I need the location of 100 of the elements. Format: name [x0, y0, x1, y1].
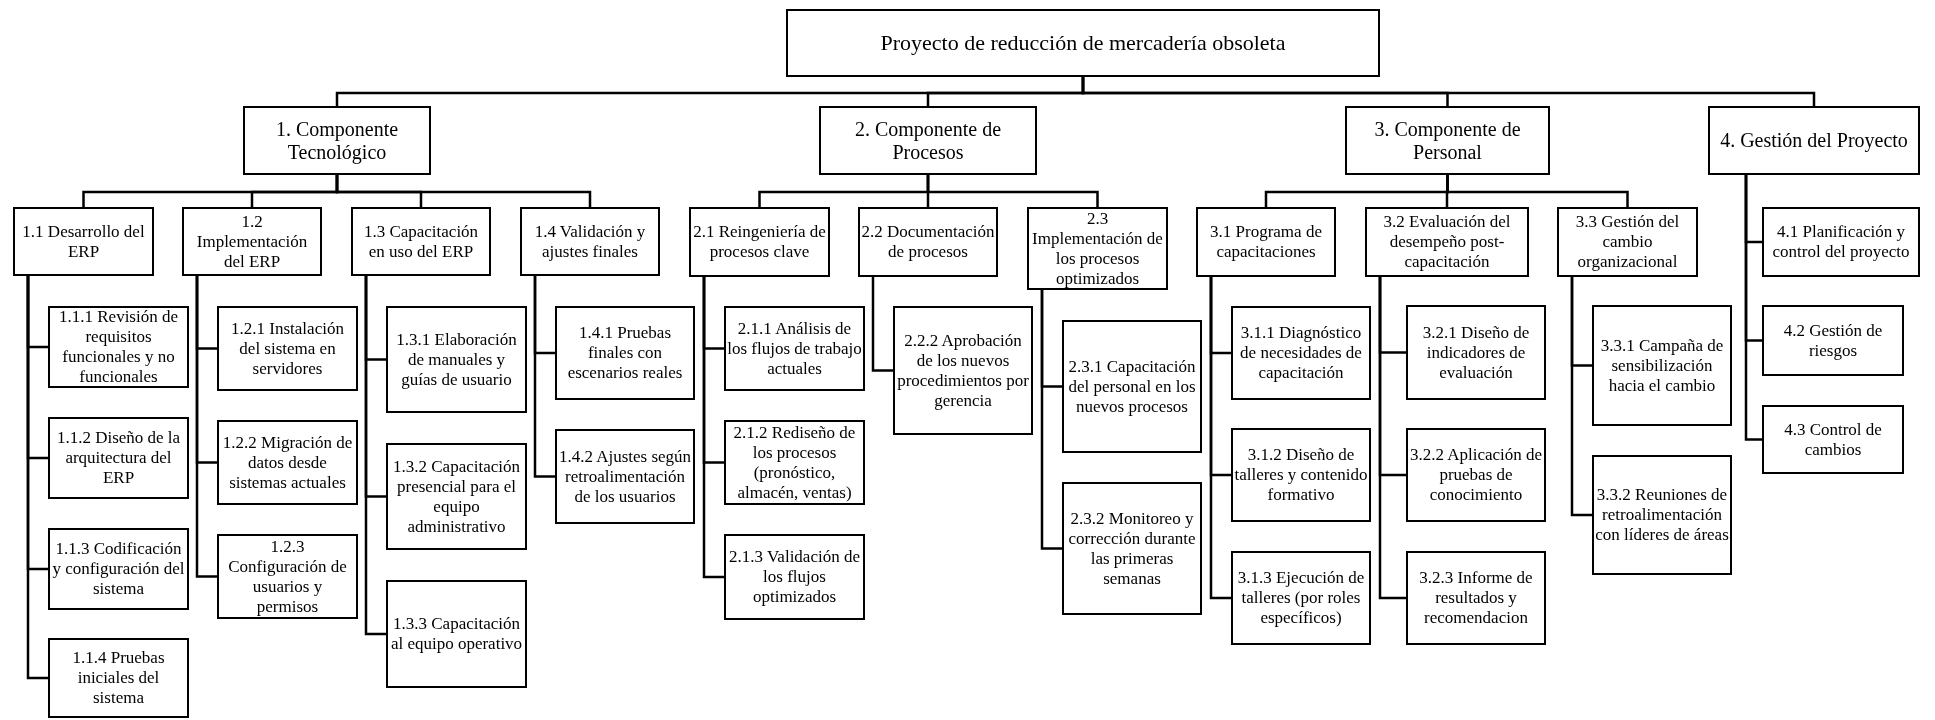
- box-label: 3.1 Programa de capacitaciones: [1209, 222, 1323, 262]
- connector-line: [1378, 277, 1406, 600]
- box-label: 2.1.3 Validación de los flujos optimizados: [728, 547, 861, 607]
- box-label: 3.2.3 Informe de resultados y recomendacion: [1418, 568, 1534, 628]
- box-label: 3.2.1 Diseño de indicadores de evaluación: [1421, 322, 1531, 383]
- work-package-box: [1592, 305, 1732, 426]
- work-package-box: [182, 207, 322, 276]
- work-package-box: [893, 306, 1033, 435]
- work-package-box: [217, 534, 358, 619]
- box-label: 2.1.1 Análisis de los flujos de trabajo actuales: [727, 318, 862, 379]
- box-label: 3.3.1 Campaña de sensibilización hacia el cambio: [1599, 335, 1725, 396]
- box-label: 4.1 Planificación y control del proyecto: [1771, 222, 1911, 262]
- work-package-box: [217, 306, 358, 391]
- box-label: 1.1.2 Diseño de la arquitectura del ERP: [55, 428, 182, 488]
- box-label: 1.2.3 Configuración de usuarios y permisos: [227, 536, 348, 617]
- box-label: 1.3.2 Capacitación presencial para el equipo administrativo: [392, 456, 521, 537]
- work-package-box: [1592, 455, 1732, 575]
- component-box: [243, 106, 431, 175]
- connector-line: [926, 175, 1099, 207]
- work-package-box: [724, 306, 865, 391]
- work-package-box: [1762, 405, 1904, 474]
- box-label: 2.3 Implementación de los procesos optimizados: [1031, 208, 1164, 289]
- connector-line: [1040, 290, 1062, 550]
- work-package-box: [13, 207, 154, 276]
- work-package-box: [858, 207, 998, 277]
- box-label: 1.1 Desarrollo del ERP: [21, 221, 146, 262]
- box-label: 1.1.1 Revisión de requisitos funcionales y no funcionales: [58, 307, 179, 387]
- work-package-box: [689, 207, 830, 277]
- box-label: 1.4 Validación y ajustes finales: [533, 221, 647, 262]
- box-label: 1.3.1 Elaboración de manuales y guías de usuario: [395, 329, 518, 390]
- box-label: 1.1.4 Pruebas iniciales del sistema: [71, 648, 166, 708]
- box-label: 2.2.2 Aprobación de los nuevos procedimientos por gerencia: [896, 330, 1030, 411]
- work-package-box: [386, 306, 527, 413]
- work-package-box: [1062, 482, 1202, 615]
- box-label: 3.1.2 Diseño de talleres y contenido formativo: [1234, 445, 1368, 505]
- work-package-box: [520, 207, 660, 276]
- box-label: 4.3 Control de cambios: [1783, 419, 1883, 460]
- connector-line: [26, 276, 48, 680]
- work-package-box: [1231, 306, 1371, 400]
- box-label: 3.3 Gestión del cambio organizacional: [1574, 212, 1681, 272]
- work-package-box: [724, 534, 865, 620]
- box-label: 2.1.2 Rediseño de los procesos (pronóstico, almacén, ventas): [732, 422, 857, 503]
- work-package-box: [48, 417, 189, 499]
- component-box: [1345, 106, 1550, 175]
- box-label: 3.2 Evaluación del desempeño post-capacitación: [1382, 212, 1512, 272]
- box-label: 1.3 Capacitación en uso del ERP: [362, 221, 480, 262]
- work-package-box: [1365, 207, 1529, 277]
- connector-line: [871, 277, 893, 372]
- work-package-box: [1406, 305, 1546, 400]
- box-label: 1.2.1 Instalación del sistema en servidores: [230, 318, 345, 379]
- connector-line: [364, 276, 386, 636]
- connector-line: [1744, 175, 1762, 441]
- work-package-box: [386, 443, 527, 550]
- connector-line: [1446, 175, 1629, 207]
- connector-line: [702, 277, 724, 579]
- work-package-box: [555, 306, 695, 400]
- work-package-box: [48, 528, 189, 610]
- box-label: 1.2 Implementación del ERP: [195, 211, 309, 272]
- work-package-box: [1762, 305, 1904, 376]
- work-package-box: [48, 306, 189, 388]
- work-package-box: [1196, 207, 1336, 277]
- box-label: 3.1.3 Ejecución de talleres (por roles específicos): [1236, 568, 1366, 628]
- root-box: [786, 9, 1380, 77]
- box-label: 1.4.1 Pruebas finales con escenarios reales: [566, 323, 684, 383]
- work-package-box: [386, 580, 527, 688]
- box-label: 1. Componente Tecnológico: [274, 117, 400, 164]
- work-package-box: [1231, 428, 1371, 522]
- box-label: 2.3.1 Capacitación del personal en los nuevos procesos: [1067, 356, 1197, 417]
- box-label: 2.3.2 Monitoreo y corrección durante las primeras semanas: [1067, 508, 1197, 589]
- box-label: 1.4.2 Ajustes según retroalimentación de los usuarios: [558, 446, 692, 507]
- box-label: 4. Gestión del Proyecto: [1720, 129, 1908, 152]
- box-label: 3. Componente de Personal: [1373, 117, 1522, 164]
- box-label: 3.2.2 Aplicación de pruebas de conocimiento: [1409, 445, 1543, 505]
- box-label: 1.2.2 Migración de datos desde sistemas actuales: [221, 432, 354, 493]
- connector-line: [335, 175, 592, 207]
- box-label: 2.1 Reingeniería de procesos clave: [692, 222, 827, 262]
- connector-line: [533, 276, 555, 478]
- box-label: Proyecto de reducción de mercadería obsoleta: [880, 30, 1286, 56]
- box-label: 4.2 Gestión de riesgos: [1782, 320, 1884, 361]
- work-package-box: [1406, 428, 1546, 522]
- connector-line: [1209, 277, 1231, 600]
- box-label: 1.1.3 Codificación y configuración del sistema: [51, 539, 186, 599]
- component-box: [1708, 106, 1920, 175]
- work-package-box: [555, 429, 695, 524]
- box-label: 2. Componente de Procesos: [853, 117, 1003, 164]
- connector-line: [1081, 77, 1816, 106]
- work-package-box: [217, 420, 358, 505]
- box-label: 1.3.3 Capacitación al equipo operativo: [389, 614, 524, 654]
- component-box: [819, 106, 1037, 175]
- work-package-box: [1762, 207, 1920, 277]
- connector-line: [1570, 277, 1592, 517]
- box-label: 3.1.1 Diagnóstico de necesidades de capacitación: [1239, 323, 1363, 383]
- connector-line: [195, 276, 217, 578]
- work-package-box: [1406, 551, 1546, 645]
- work-package-box: [1062, 320, 1202, 453]
- work-package-box: [48, 638, 189, 718]
- box-label: 3.3.2 Reuniones de retroalimentación con líderes de áreas: [1595, 485, 1729, 545]
- work-package-box: [1231, 551, 1371, 645]
- work-package-box: [351, 207, 491, 276]
- work-package-box: [724, 420, 865, 505]
